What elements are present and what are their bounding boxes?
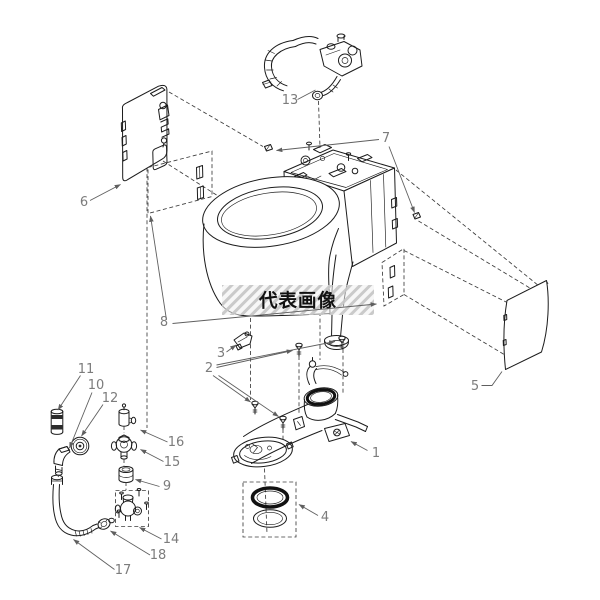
drain-trap-assembly	[231, 357, 368, 468]
callout-labels: 1 2 3 4 5 6 7 8 9 10 11 12 13 14 15 16 1…	[78, 93, 479, 578]
hose-valve-block	[319, 33, 363, 77]
inlet-cylinder	[50, 408, 64, 435]
panel-screw-left	[264, 144, 273, 152]
leader-17	[73, 539, 115, 570]
trap-inlet-elbow	[306, 357, 349, 385]
valve-screw	[116, 509, 122, 518]
leader-18	[110, 530, 151, 556]
leader-9	[135, 478, 160, 487]
side-panel-left	[120, 84, 170, 182]
leader-10	[69, 392, 93, 449]
part-label-4: 4	[321, 510, 329, 525]
leader-2a	[216, 349, 293, 368]
part-label-6: 6	[80, 195, 88, 210]
leader-11	[57, 375, 81, 411]
leader-4	[298, 504, 319, 516]
side-panel-right	[502, 280, 549, 370]
leader-2c	[212, 375, 251, 403]
leader-14	[139, 527, 162, 540]
toilet-bowl	[202, 176, 342, 317]
leader-8b	[172, 302, 377, 324]
fixing-bracket	[233, 331, 253, 351]
part-label-13: 13	[282, 93, 299, 108]
leader-16	[140, 429, 168, 443]
part-label-10: 10	[88, 378, 105, 393]
leader-5	[481, 371, 503, 386]
leader-1	[350, 441, 368, 451]
elbow-fitting	[53, 446, 71, 476]
part-label-16: 16	[168, 435, 185, 450]
mounting-plate-right	[381, 247, 405, 307]
mounting-plate-left	[147, 150, 213, 215]
leader-15	[140, 449, 164, 462]
seal-ring-set	[242, 481, 297, 538]
part-label-11: 11	[78, 362, 95, 377]
fixing-bolt	[338, 335, 346, 350]
flush-valve-unit	[158, 101, 170, 148]
watermark-band: 代表画像	[222, 285, 374, 315]
part-label-9: 9	[163, 479, 171, 494]
watermark-text: 代表画像	[258, 290, 337, 312]
part-label-2: 2	[205, 361, 213, 376]
valve-screw	[136, 488, 142, 497]
supply-hose-assembly	[262, 33, 363, 101]
part-label-12: 12	[102, 391, 119, 406]
leader-6	[89, 184, 121, 201]
supply-hose	[51, 474, 100, 537]
leader-12	[81, 404, 104, 437]
part-label-18: 18	[150, 548, 167, 563]
panel-screw-right	[412, 212, 421, 220]
fixing-bolt	[251, 400, 259, 415]
upper-valve	[118, 403, 137, 427]
coupling-socket	[118, 466, 134, 483]
trap-foot-bracket	[324, 423, 350, 442]
leader-3	[226, 344, 237, 353]
valve-screw	[144, 501, 149, 510]
branch-valve	[110, 434, 138, 460]
fixing-bolts	[251, 335, 346, 430]
leader-2b	[216, 340, 336, 366]
fixing-bolt	[279, 415, 287, 430]
leader-8a	[149, 215, 167, 321]
part-label-3: 3	[217, 346, 225, 361]
part-label-7: 7	[382, 131, 390, 146]
part-label-5: 5	[471, 379, 479, 394]
part-label-1: 1	[372, 446, 380, 461]
part-label-17: 17	[115, 563, 132, 578]
hose-nut	[97, 517, 115, 530]
callout-leaders	[57, 89, 503, 570]
leader-2d	[218, 375, 279, 417]
fixing-bolt	[295, 342, 303, 357]
leader-7b	[388, 146, 415, 213]
leader-13	[297, 89, 316, 100]
trap-port	[303, 387, 339, 421]
escutcheon-plate	[70, 436, 90, 456]
watermark-hatch	[222, 285, 374, 315]
part-label-15: 15	[164, 455, 181, 470]
part-label-8: 8	[160, 315, 168, 330]
projection-lines	[146, 91, 545, 535]
water-supply-parts	[50, 403, 149, 537]
leader-7a	[276, 139, 380, 153]
valve-screw	[119, 491, 124, 500]
part-label-14: 14	[163, 532, 180, 547]
stop-valve	[114, 488, 149, 527]
